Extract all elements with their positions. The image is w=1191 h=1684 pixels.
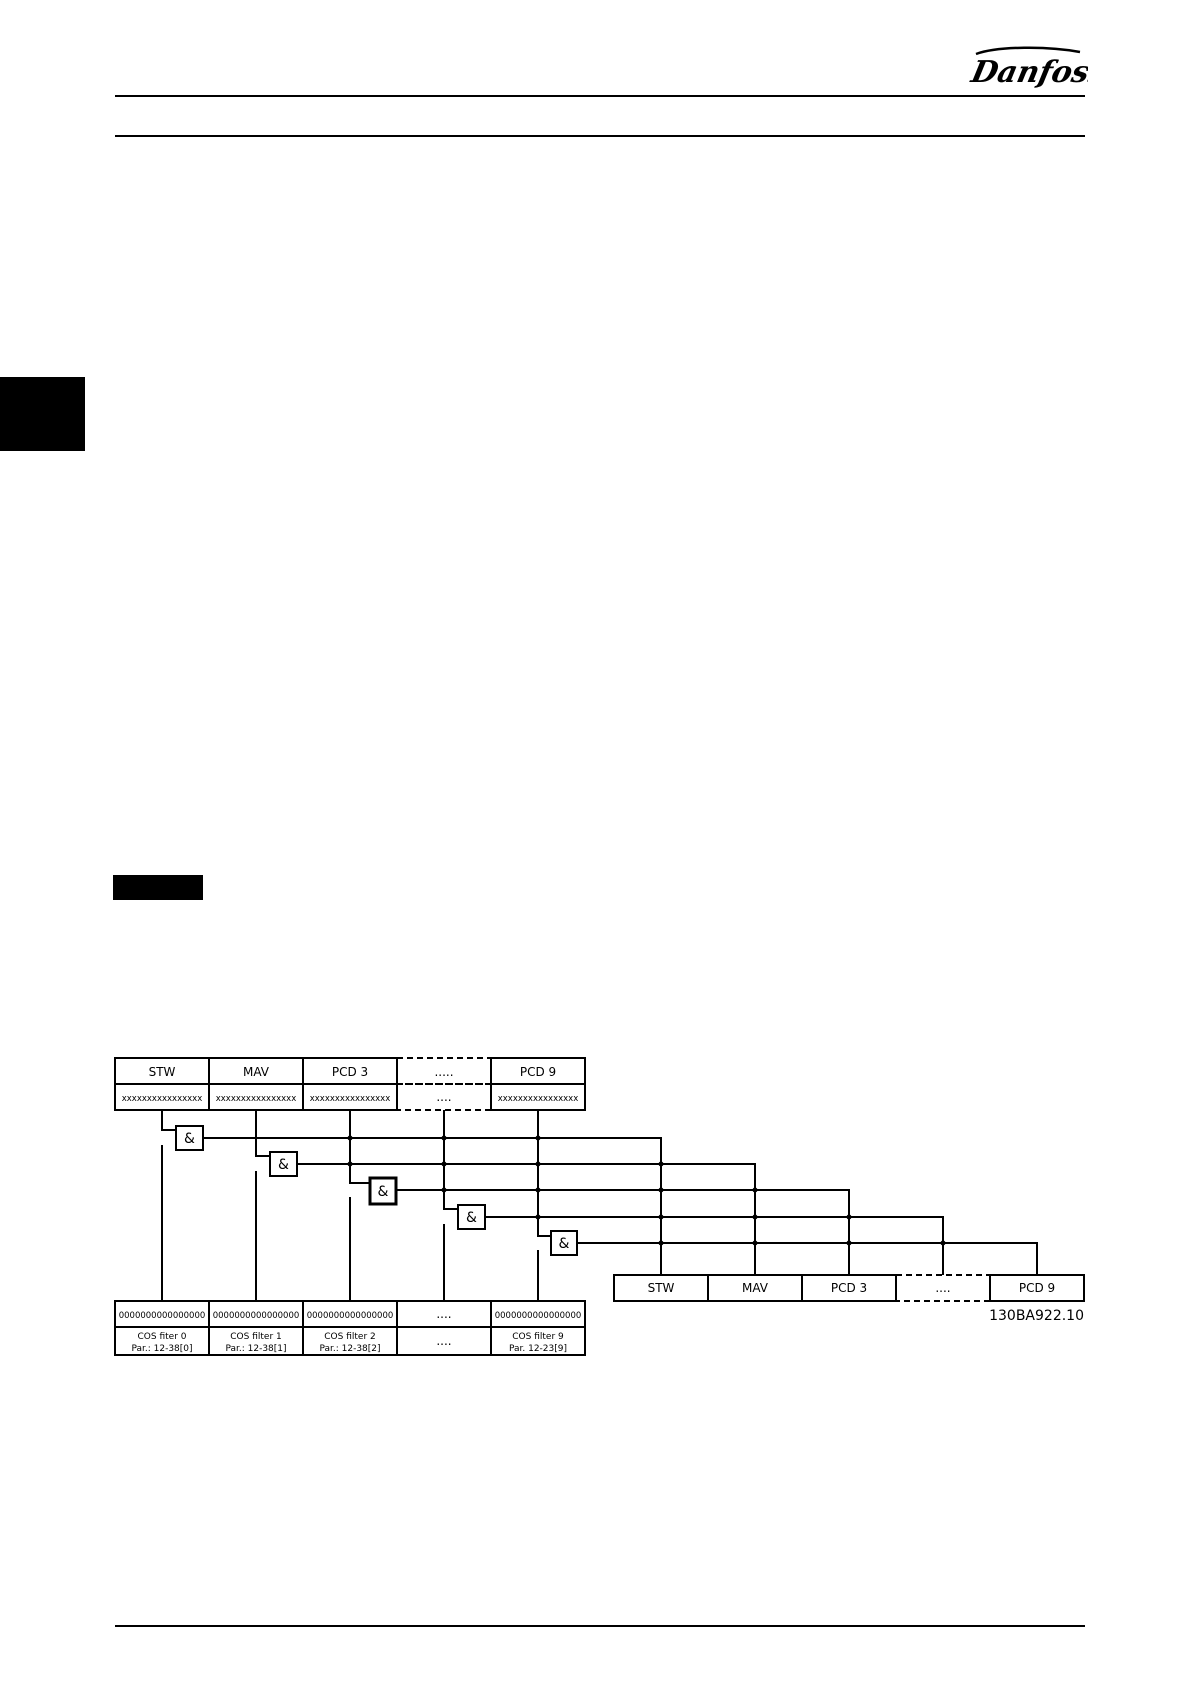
filter-param-1: Par.: 12-38[1] — [225, 1344, 286, 1354]
header-rule-bottom — [115, 135, 1085, 137]
out-label-stw: STW — [648, 1281, 675, 1295]
top-value-stw: xxxxxxxxxxxxxxxx — [122, 1094, 202, 1104]
filter-value-9: 0000000000000000 — [495, 1311, 582, 1321]
and-gate-4: & — [457, 1204, 486, 1230]
top-label-mav: MAV — [243, 1065, 270, 1079]
top-value-pcd3: xxxxxxxxxxxxxxxx — [310, 1094, 390, 1104]
top-value-mav: xxxxxxxxxxxxxxxx — [216, 1094, 296, 1104]
junction-dots — [347, 1135, 946, 1246]
out-label-pcd9: PCD 9 — [1019, 1281, 1055, 1295]
chapter-tab — [0, 377, 85, 451]
svg-text:&: & — [278, 1157, 289, 1173]
top-label-pcd3: PCD 3 — [332, 1065, 368, 1079]
output-register — [613, 1274, 1085, 1302]
logo-text: Danfoss — [968, 55, 1088, 90]
filter-table — [114, 1300, 586, 1356]
and-gate-5: & — [550, 1230, 578, 1256]
filter-name-9: COS filter 9 — [512, 1332, 564, 1342]
and-gates: & & & & & — [175, 1125, 578, 1256]
top-label-stw: STW — [149, 1065, 176, 1079]
and-gate-1: & — [175, 1125, 204, 1151]
filter-name-0: COS fiter 0 — [138, 1332, 187, 1342]
top-label-pcd9: PCD 9 — [520, 1065, 556, 1079]
filter-value-1: 0000000000000000 — [213, 1311, 300, 1321]
and-gate-2: & — [269, 1151, 298, 1177]
header-rule-top — [115, 95, 1085, 97]
filter-name-ellipsis: .... — [436, 1334, 451, 1348]
filter-value-2: 0000000000000000 — [307, 1311, 394, 1321]
footer-rule — [115, 1625, 1085, 1627]
top-value-pcd9: xxxxxxxxxxxxxxxx — [498, 1094, 578, 1104]
svg-text:&: & — [466, 1210, 477, 1226]
top-value-ellipsis: .... — [436, 1090, 451, 1104]
out-label-pcd3: PCD 3 — [831, 1281, 867, 1295]
filter-value-0: 0000000000000000 — [119, 1311, 206, 1321]
filter-name-1: COS filter 1 — [230, 1332, 281, 1342]
out-label-ellipsis: .... — [935, 1281, 950, 1295]
filter-name-2: COS filter 2 — [324, 1332, 375, 1342]
out-label-mav: MAV — [742, 1281, 769, 1295]
svg-text:&: & — [184, 1131, 195, 1147]
figure-code: 130BA922.10 — [989, 1308, 1084, 1324]
filter-value-ellipsis: .... — [436, 1307, 451, 1321]
top-register — [114, 1057, 586, 1111]
filter-param-9: Par. 12-23[9] — [509, 1344, 567, 1354]
svg-text:&: & — [559, 1236, 570, 1252]
filter-param-0: Par.: 12-38[0] — [131, 1344, 192, 1354]
top-label-ellipsis: ..... — [434, 1065, 453, 1079]
danfoss-logo: Danfoss — [967, 44, 1110, 96]
wiring — [161, 1110, 1038, 1301]
note-label-bar — [113, 875, 203, 900]
filter-param-2: Par.: 12-38[2] — [319, 1344, 380, 1354]
and-gate-3: & — [368, 1176, 398, 1206]
svg-text:&: & — [378, 1184, 389, 1200]
